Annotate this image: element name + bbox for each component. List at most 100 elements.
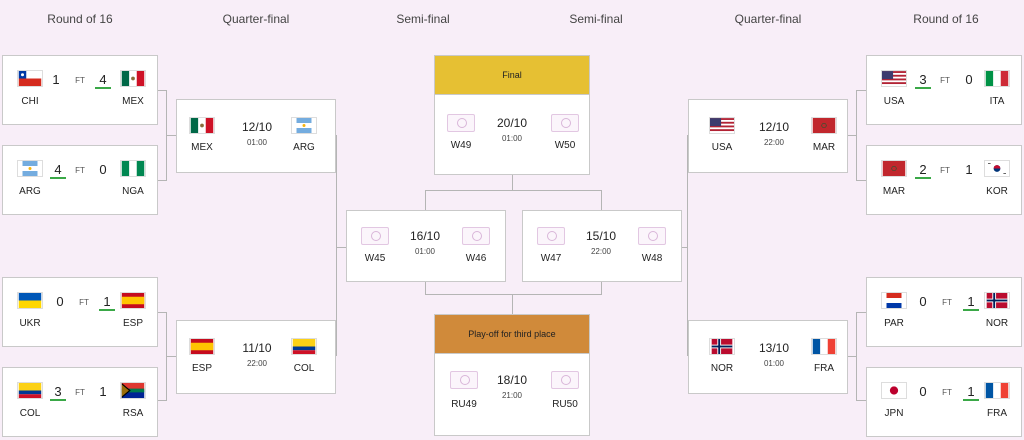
score: 3	[915, 72, 931, 89]
team-code: ITA	[989, 96, 1005, 107]
r16-match-1[interactable]: CHI 1 FT 4 MEX	[2, 55, 158, 125]
placeholder-flag-icon	[551, 371, 579, 389]
japan-flag-icon	[881, 382, 907, 399]
r16-match-3[interactable]: UKR 0 FT 1 ESP	[2, 277, 158, 347]
france-flag-icon	[811, 338, 837, 355]
score: 4	[95, 72, 111, 89]
team-code: COL	[293, 363, 315, 374]
r16-match-6[interactable]: MAR 2 FT 1 KOR	[866, 145, 1022, 215]
sf-match-1[interactable]: W45 16/10 01:00 W46	[346, 210, 506, 282]
team-code: W49	[450, 140, 472, 151]
chile-flag-icon	[17, 70, 43, 87]
score: 1	[52, 72, 60, 87]
placeholder-flag-icon	[638, 227, 666, 245]
round-title-right-r16: Round of 16	[913, 12, 979, 26]
r16-match-8[interactable]: JPN 0 FT 1 FRA	[866, 367, 1022, 437]
qf-match-3[interactable]: USA 12/10 22:00 MAR	[688, 99, 848, 173]
r16-match-4[interactable]: COL 3 FT 1 RSA	[2, 367, 158, 437]
score: 1	[965, 162, 973, 177]
team-code: USA	[883, 96, 905, 107]
team-code: RU49	[451, 399, 477, 410]
team-code: MAR	[812, 142, 836, 153]
score: 0	[56, 294, 64, 309]
qf-match-2[interactable]: ESP 11/10 22:00 COL	[176, 320, 336, 394]
team-code: W45	[364, 253, 386, 264]
placeholder-flag-icon	[447, 114, 475, 132]
score: 1	[963, 384, 979, 401]
match-time: 01:00	[763, 359, 785, 368]
team-code: NOR	[710, 363, 734, 374]
score: 1	[99, 384, 107, 399]
sf-match-2[interactable]: W47 15/10 22:00 W48	[522, 210, 682, 282]
team-code: ESP	[191, 363, 212, 374]
usa-flag-icon	[881, 70, 907, 87]
match-date: 16/10	[409, 229, 441, 243]
score: 0	[965, 72, 973, 87]
match-time: 22:00	[246, 359, 268, 368]
r16-match-5[interactable]: USA 3 FT 0 ITA	[866, 55, 1022, 125]
colombia-flag-icon	[291, 338, 317, 355]
match-date: 12/10	[758, 120, 790, 134]
round-title-right-sf: Semi-final	[569, 12, 623, 26]
team-code: MAR	[882, 186, 906, 197]
score: 1	[99, 294, 115, 311]
qf-match-1[interactable]: MEX 12/10 01:00 ARG	[176, 99, 336, 173]
team-code: RSA	[122, 408, 144, 419]
score: 0	[99, 162, 107, 177]
score: 4	[50, 162, 66, 179]
placeholder-flag-icon	[450, 371, 478, 389]
final-match[interactable]: Final W49 20/10 01:00 W50	[434, 55, 590, 175]
match-time: 21:00	[501, 391, 523, 400]
team-code: NGA	[122, 186, 144, 197]
team-code: RU50	[552, 399, 578, 410]
placeholder-flag-icon	[462, 227, 490, 245]
morocco-flag-icon	[811, 117, 837, 134]
team-code: ARG	[293, 142, 315, 153]
south-africa-flag-icon	[120, 382, 146, 399]
team-code: ESP	[122, 318, 143, 329]
placeholder-flag-icon	[537, 227, 565, 245]
team-code: COL	[19, 408, 41, 419]
match-time: 22:00	[590, 247, 612, 256]
france-flag-icon	[984, 382, 1010, 399]
ft-label: FT	[75, 166, 85, 175]
morocco-flag-icon	[881, 160, 907, 177]
third-place-header: Play-off for third place	[435, 315, 589, 354]
nigeria-flag-icon	[120, 160, 146, 177]
mexico-flag-icon	[189, 117, 215, 134]
score: 0	[919, 384, 927, 399]
ft-label: FT	[75, 76, 85, 85]
paraguay-flag-icon	[881, 292, 907, 309]
round-title-left-qf: Quarter-final	[222, 12, 290, 26]
argentina-flag-icon	[17, 160, 43, 177]
match-date: 13/10	[758, 341, 790, 355]
r16-match-7[interactable]: PAR 0 FT 1 NOR	[866, 277, 1022, 347]
ft-label: FT	[942, 388, 952, 397]
norway-flag-icon	[709, 338, 735, 355]
argentina-flag-icon	[291, 117, 317, 134]
placeholder-flag-icon	[361, 227, 389, 245]
score: 0	[919, 294, 927, 309]
ft-label: FT	[75, 388, 85, 397]
ukraine-flag-icon	[17, 292, 43, 309]
match-date: 20/10	[496, 116, 528, 130]
score: 2	[915, 162, 931, 179]
team-code: MEX	[191, 142, 213, 153]
team-code: FRA	[987, 408, 1007, 419]
round-title-left-r16: Round of 16	[47, 12, 113, 26]
korea-flag-icon	[984, 160, 1010, 177]
italy-flag-icon	[984, 70, 1010, 87]
qf-match-4[interactable]: NOR 13/10 01:00 FRA	[688, 320, 848, 394]
mexico-flag-icon	[120, 70, 146, 87]
team-code: JPN	[884, 408, 904, 419]
ft-label: FT	[940, 76, 950, 85]
spain-flag-icon	[189, 338, 215, 355]
team-code: USA	[711, 142, 733, 153]
r16-match-2[interactable]: ARG 4 FT 0 NGA	[2, 145, 158, 215]
colombia-flag-icon	[17, 382, 43, 399]
match-date: 12/10	[241, 120, 273, 134]
usa-flag-icon	[709, 117, 735, 134]
third-place-match[interactable]: Play-off for third place RU49 18/10 21:0…	[434, 314, 590, 436]
final-header: Final	[435, 56, 589, 95]
match-time: 01:00	[414, 247, 436, 256]
